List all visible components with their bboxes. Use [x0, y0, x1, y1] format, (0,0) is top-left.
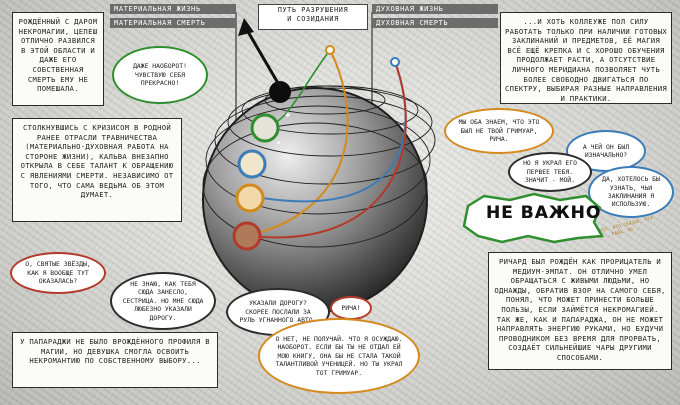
- caption-top-right: ...и хоть коллеуже пол силу работать тол…: [500, 12, 672, 104]
- label-spirit-life: Духовная жизнь: [372, 4, 498, 14]
- speech-bubble-dark: Но я украл его первее тебя. Значит - мой…: [508, 152, 592, 192]
- shout-text: Не важно: [486, 203, 602, 223]
- speech-bubble-neutral: Не знаю, как тебя сюда занесло, сестрица…: [110, 272, 216, 330]
- caption-top-left: Рождённый с даром некромагии, Цепеш отли…: [12, 12, 104, 106]
- portrait-blue: [237, 149, 267, 179]
- speech-bubble-orange-1: Мы оба знаем, что это был не твой гримуа…: [444, 108, 554, 154]
- label-material-life: Материальная жизнь: [110, 4, 236, 14]
- speech-bubble-blue-2: Да, хотелось бы узнать, чьи заклинания я…: [588, 166, 674, 218]
- speech-bubble-richa: Рича!: [330, 296, 372, 320]
- portrait-green: [250, 113, 280, 143]
- portrait-red: [232, 221, 262, 251]
- caption-right: Ричард был рождён как прорицатель и меди…: [488, 252, 672, 370]
- label-path: Путь разрушения и созидания: [258, 4, 368, 30]
- caption-mid-left: Столкнувшись с кризисом в родной ранее о…: [12, 118, 182, 222]
- speech-bubble-green: Даже наоборот! Чувствую себя прекрасно!: [112, 46, 208, 104]
- caption-bottom-left: У Папараджи не было врождённого профиля …: [12, 332, 218, 388]
- svg-text:✦: ✦: [284, 111, 292, 121]
- shout-bubble: [462, 192, 604, 244]
- portrait-orange: [235, 183, 265, 213]
- svg-text:✦: ✦: [276, 140, 281, 147]
- label-spirit-death: Духовная смерть: [372, 18, 498, 28]
- speech-bubble-red-1: О, святые звёзды, как я вообще тут оказа…: [10, 252, 106, 294]
- speech-bubble-orange-2: О нет, не получай. Что я осуждаю. Наобор…: [258, 318, 420, 394]
- label-material-death: Материальная смерть: [110, 18, 236, 28]
